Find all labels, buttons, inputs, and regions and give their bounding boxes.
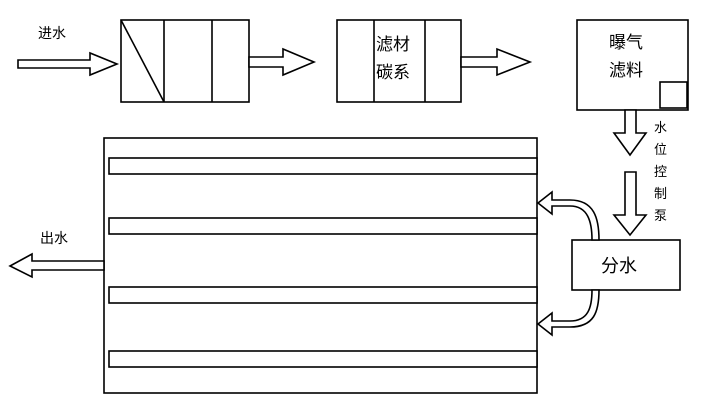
baffle-4 xyxy=(108,350,538,368)
flow-arrow-1 xyxy=(248,47,317,77)
main-tank xyxy=(103,137,538,394)
filter-media-tank xyxy=(336,19,462,103)
pump-label: 水 位 控 制 泵 xyxy=(654,121,667,224)
aeration-filter-tank xyxy=(576,19,689,111)
pump-char-1: 水 xyxy=(654,121,667,136)
outlet-arrow xyxy=(8,252,105,279)
distribution-box xyxy=(571,239,681,291)
aeration-label-2: 滤料 xyxy=(609,61,643,81)
curved-arrow-bottom xyxy=(536,289,600,337)
filter-media-label-2: 碳系 xyxy=(376,63,410,83)
aeration-label-1: 曝气 xyxy=(609,33,643,53)
pump-char-4: 制 xyxy=(654,187,667,202)
baffle-1 xyxy=(108,157,538,175)
down-arrow-2 xyxy=(612,171,648,237)
down-arrow-1 xyxy=(612,109,648,157)
pump-char-2: 位 xyxy=(654,143,667,158)
inlet-arrow xyxy=(17,51,120,77)
distribution-label: 分水 xyxy=(601,256,637,277)
pump-char-3: 控 xyxy=(654,165,667,180)
screen-tank xyxy=(120,19,250,103)
aeration-inner-box xyxy=(659,81,688,109)
curved-arrow-top xyxy=(536,190,600,241)
outlet-label: 出水 xyxy=(40,231,68,247)
baffle-3 xyxy=(108,286,538,304)
flow-arrow-2 xyxy=(460,47,533,77)
pump-char-5: 泵 xyxy=(654,209,667,224)
filter-media-label-1: 滤材 xyxy=(376,35,410,55)
baffle-2 xyxy=(108,217,538,235)
inlet-label: 进水 xyxy=(38,26,66,42)
